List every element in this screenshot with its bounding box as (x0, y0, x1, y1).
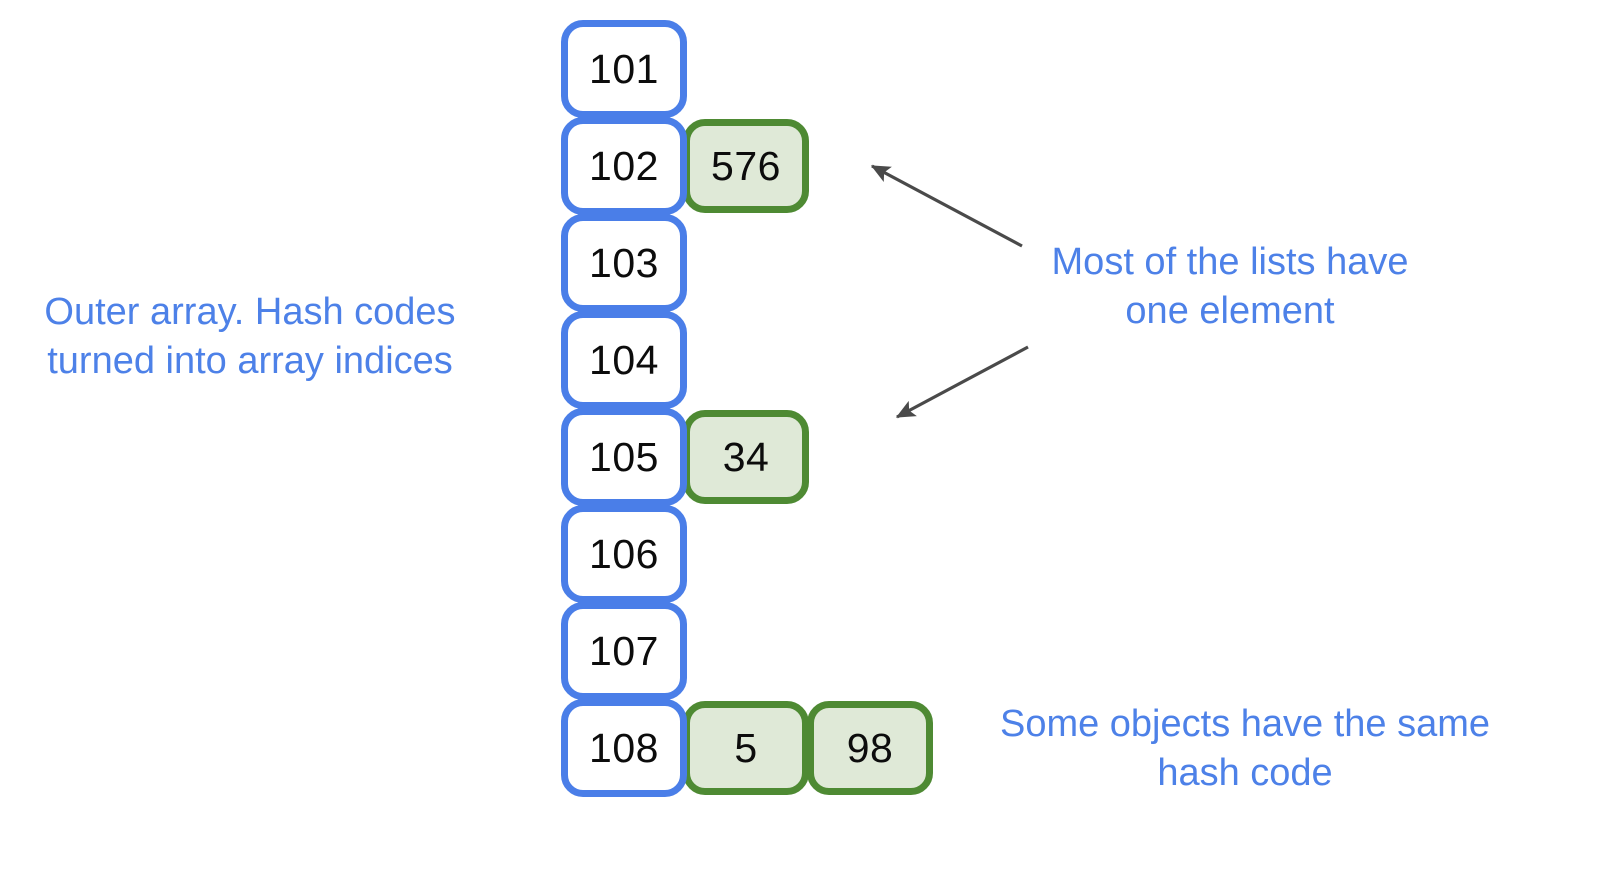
bucket-row: 103 (561, 214, 687, 312)
bucket-index-105[interactable]: 105 (561, 408, 687, 506)
arrow-to-576 (870, 164, 1023, 248)
bucket-row: 104 (561, 311, 687, 409)
bucket-index-107[interactable]: 107 (561, 602, 687, 700)
caption-same-hash: Some objects have the same hash code (999, 703, 1491, 794)
bucket-entry[interactable]: 5 (683, 701, 809, 795)
arrow-to-34 (895, 345, 1029, 419)
bucket-index-108[interactable]: 108 (561, 699, 687, 797)
bucket-index-103[interactable]: 103 (561, 214, 687, 312)
bucket-row: 107 (561, 602, 687, 700)
bucket-index-106[interactable]: 106 (561, 505, 687, 603)
bucket-row: 106 (561, 505, 687, 603)
bucket-entry[interactable]: 576 (683, 119, 809, 213)
bucket-row: 101 (561, 20, 687, 118)
bucket-index-102[interactable]: 102 (561, 117, 687, 215)
caption-outer-array: Outer array. Hash codes turned into arra… (44, 291, 456, 382)
bucket-entry[interactable]: 98 (807, 701, 933, 795)
bucket-entry[interactable]: 34 (683, 410, 809, 504)
bucket-index-101[interactable]: 101 (561, 20, 687, 118)
bucket-index-104[interactable]: 104 (561, 311, 687, 409)
caption-most-lists: Most of the lists have one element (1051, 241, 1409, 332)
